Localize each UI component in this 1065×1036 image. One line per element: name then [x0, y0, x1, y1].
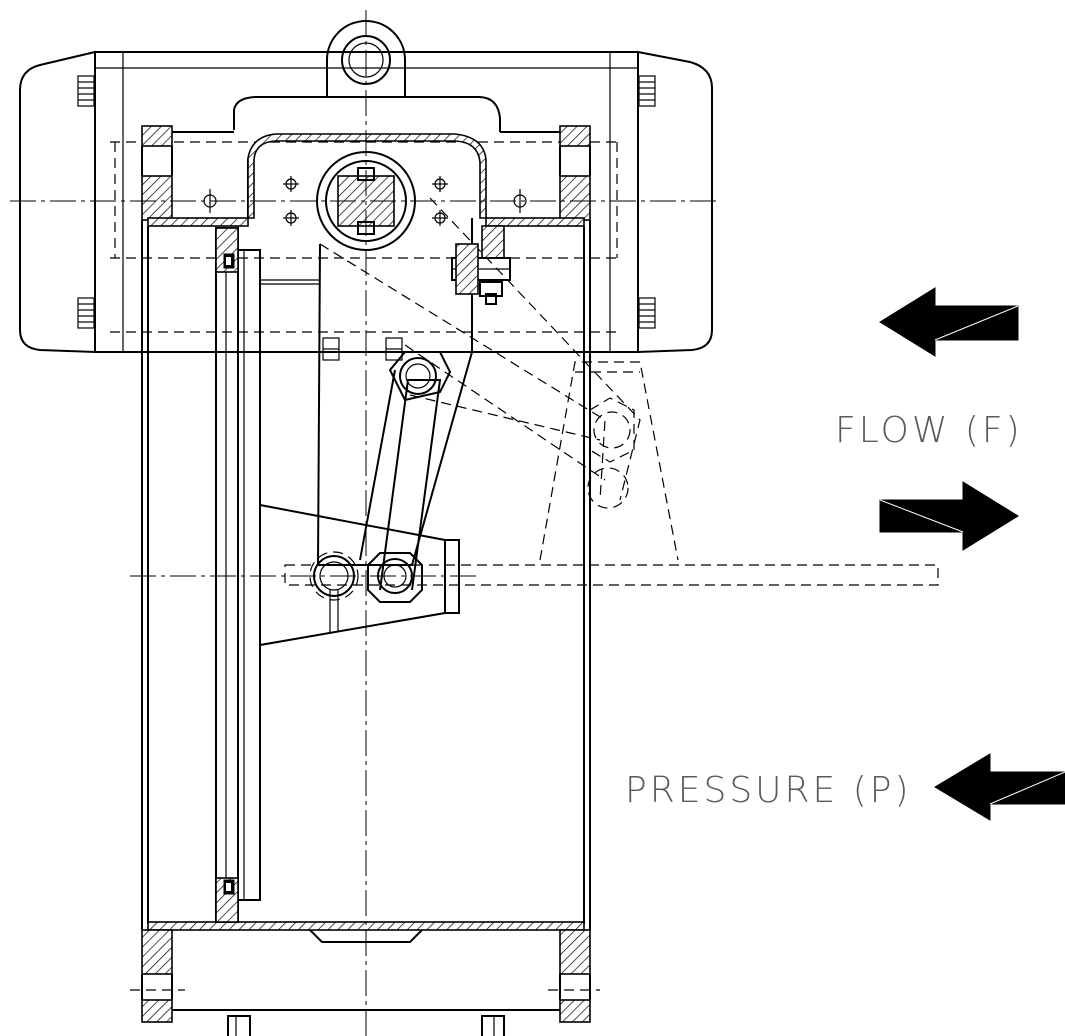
flange-bottom-right-lower [559, 999, 591, 1023]
flange-top-right-upper [559, 125, 591, 147]
flow-label: FLOW (F) [835, 410, 1023, 451]
flow-arrow-right [879, 481, 1019, 551]
flange-top-left-lower [141, 175, 173, 221]
shaft-linkage [284, 151, 939, 632]
flange-bottom-left-lower [141, 999, 173, 1023]
actuator-ribs [77, 75, 656, 329]
bracket [170, 96, 562, 226]
flange-bottom-left-upper [141, 929, 173, 975]
valve-body [130, 125, 600, 1036]
centerlines [10, 10, 720, 1036]
flange-top-left-upper [141, 125, 173, 147]
pressure-arrow [934, 753, 1065, 821]
valve-disc [215, 227, 460, 923]
flange-top-right-lower [559, 175, 591, 221]
stop-screw [451, 225, 511, 305]
flange-bottom-right-upper [559, 929, 591, 975]
flow-arrow-left [879, 287, 1019, 357]
pressure-label: PRESSURE (P) [625, 770, 912, 811]
